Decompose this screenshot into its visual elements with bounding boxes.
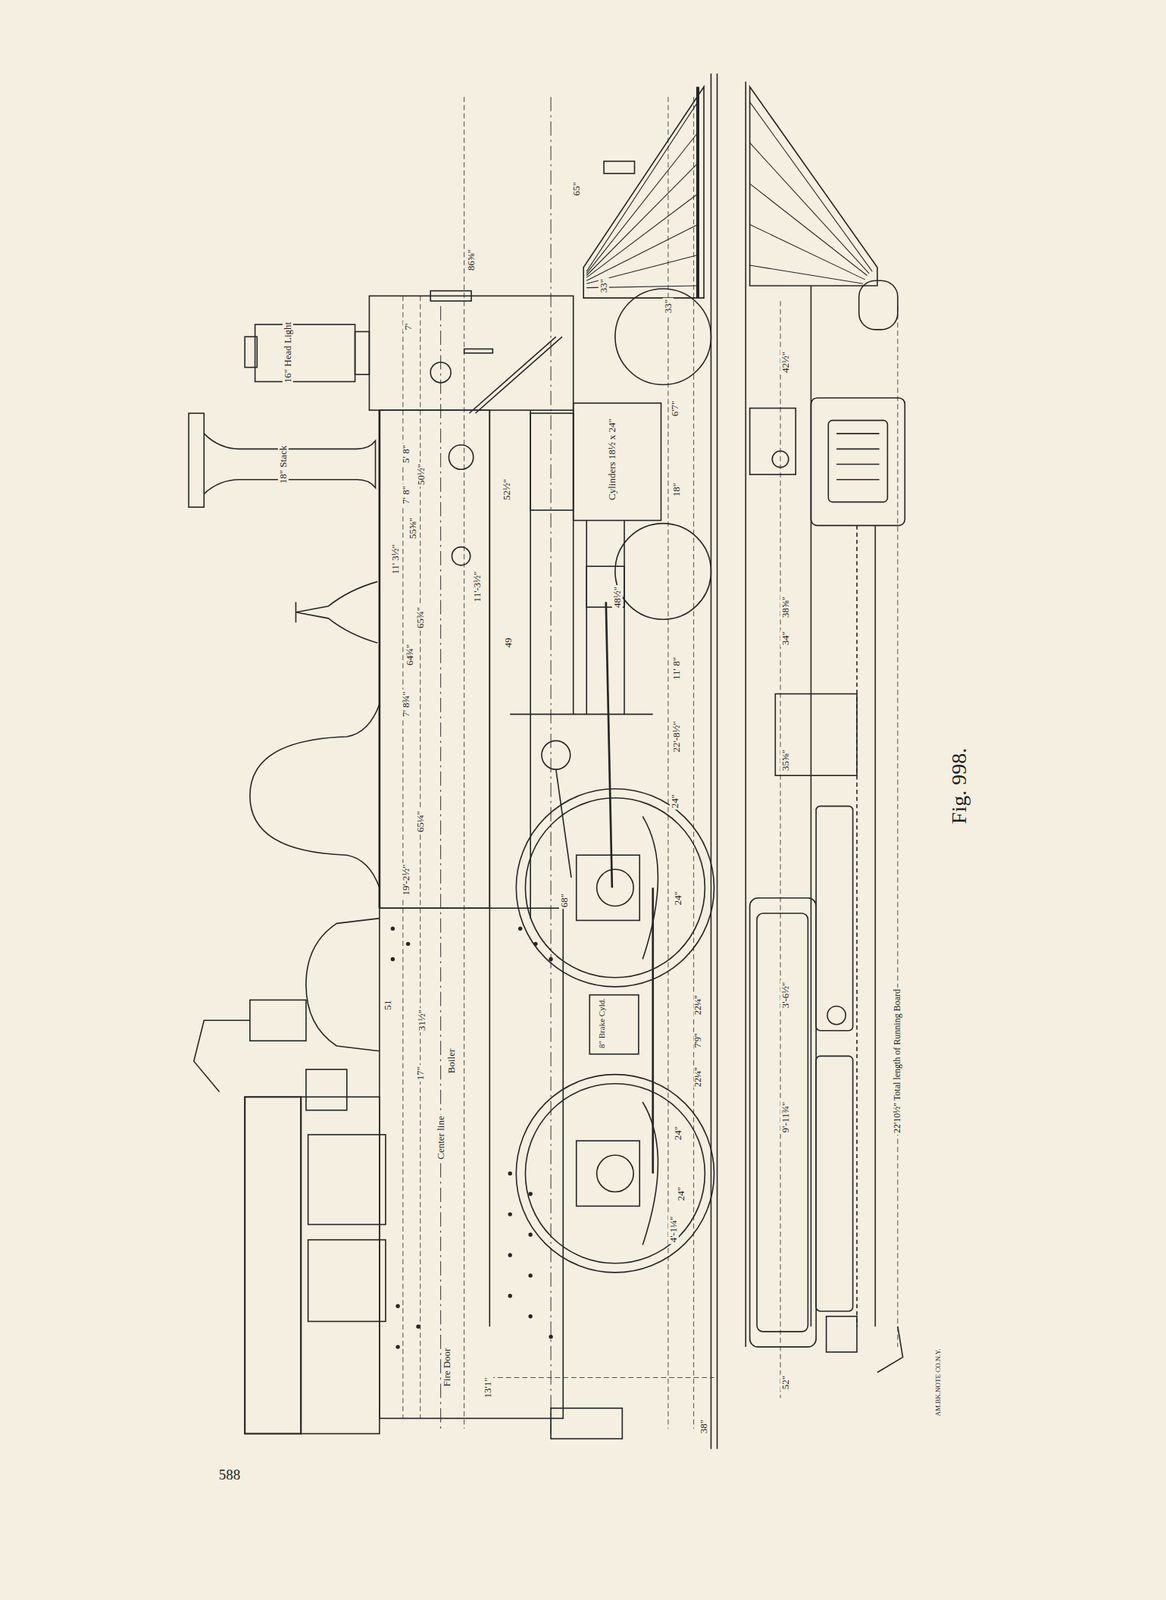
dimension-label: 588	[217, 1466, 243, 1482]
dimension-label: 33"	[598, 277, 610, 294]
dimension-label: 4'-1¼"	[668, 1214, 679, 1245]
dimension-label: 7'	[402, 321, 413, 332]
dimension-label: 17"	[415, 1064, 426, 1082]
dimension-label: 31½"	[416, 1007, 428, 1032]
dimension-label: Fire Door	[441, 1346, 453, 1388]
figure-caption: Fig. 998.	[947, 746, 971, 826]
dimension-label: 5' 8"	[400, 443, 412, 465]
dimension-label: 18" Stack	[278, 443, 289, 485]
dimension-label: 38⅝"	[780, 594, 791, 619]
dimension-label: 24"	[669, 792, 681, 810]
dimension-label: 24"	[675, 1184, 687, 1202]
dimension-label: 19'-2½"	[400, 862, 412, 897]
dimension-label: 18"	[671, 481, 682, 498]
dimension-label: 35⅝"	[780, 747, 791, 773]
dimension-label: Boiler	[446, 1047, 457, 1076]
dimension-label: 65¼"	[415, 809, 426, 834]
dimension-label: 22'10½" Total length of Running Board	[892, 987, 903, 1135]
dimension-label: 50½"	[415, 462, 427, 487]
dimension-label: 42½"	[780, 350, 791, 375]
dimension-label: Cylinders 18½ x 24"	[606, 416, 618, 502]
dimension-label: 11' 8"	[671, 655, 682, 682]
dimension-label: 55⅝"	[407, 515, 419, 541]
dimension-label: 52½"	[501, 477, 513, 502]
dimension-label: 52"	[780, 1373, 791, 1391]
dimension-label: 7' 8¾"	[400, 689, 412, 719]
dimension-label: 9'-11¾"	[780, 1100, 791, 1135]
dimension-label: 24"	[672, 889, 684, 907]
dimension-label: 22¼"	[693, 993, 704, 1016]
dimension-label: Center line	[435, 1114, 447, 1161]
dimension-label: 68"	[558, 890, 569, 908]
dimension-label: 51	[381, 998, 393, 1012]
dimension-label: 33"	[662, 297, 674, 315]
dimension-label: 22'-8½"	[671, 719, 682, 754]
dimension-label: 38"	[698, 1417, 710, 1435]
dimension-label: 64¾"	[404, 642, 416, 667]
dimension-label: 11' 3½"	[390, 542, 401, 576]
dimension-label: 22¼"	[693, 1065, 704, 1088]
dimension-label: 13'1"	[481, 1375, 493, 1400]
dimension-label: 86⅝"	[465, 247, 477, 272]
dimension-label: 11'-3½"	[472, 569, 483, 604]
dimension-label: 7' 8"	[400, 484, 412, 506]
dimension-label: 7'9"	[693, 1031, 704, 1050]
dimension-label: 34"	[780, 628, 791, 646]
dimension-label: 49	[502, 636, 513, 650]
dimension-label: 48½"	[611, 584, 623, 610]
dimension-label: 6'7"	[669, 398, 681, 418]
dimension-label: 24"	[672, 1123, 684, 1141]
dimension-label: AM.BK.NOTE CO.N.Y.	[934, 1347, 943, 1418]
dimension-label: 8" Brake Cyld.	[597, 997, 607, 1051]
dimension-label: 16" Head Light	[282, 319, 294, 384]
dimension-label: 3'-6½"	[780, 979, 791, 1010]
dimension-label: 65"	[571, 180, 582, 197]
dimension-label: 65¾"	[415, 605, 426, 630]
